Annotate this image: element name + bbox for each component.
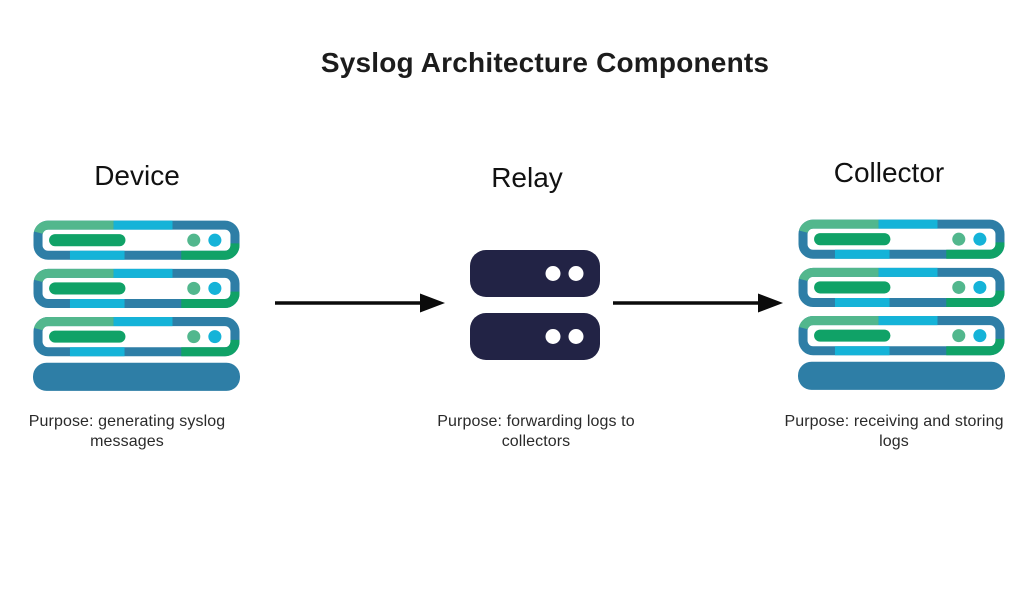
relay-component	[470, 250, 600, 365]
device-component	[33, 220, 240, 396]
server-stack-icon	[798, 219, 1005, 390]
server-base-bar	[798, 361, 1005, 390]
relay-unit	[470, 250, 600, 297]
purpose-caption-device: Purpose: generating syslog messages	[28, 413, 226, 450]
purpose-caption-collector: Purpose: receiving and storing logs	[784, 413, 1004, 450]
relay-unit	[470, 313, 600, 360]
server-stack-icon	[33, 220, 240, 391]
collector-component	[798, 219, 1005, 395]
relay-stack-icon	[470, 250, 600, 360]
server-base-bar	[33, 362, 240, 391]
arrow-relay-to-collector-icon	[612, 290, 784, 321]
arrow-device-to-relay-icon	[274, 290, 446, 321]
component-label-collector: Collector	[833, 157, 945, 188]
component-label-relay: Relay	[491, 162, 563, 193]
diagram-title: Syslog Architecture Components	[320, 47, 770, 78]
purpose-caption-relay: Purpose: forwarding logs to collectors	[437, 413, 635, 450]
component-label-device: Device	[94, 160, 180, 191]
